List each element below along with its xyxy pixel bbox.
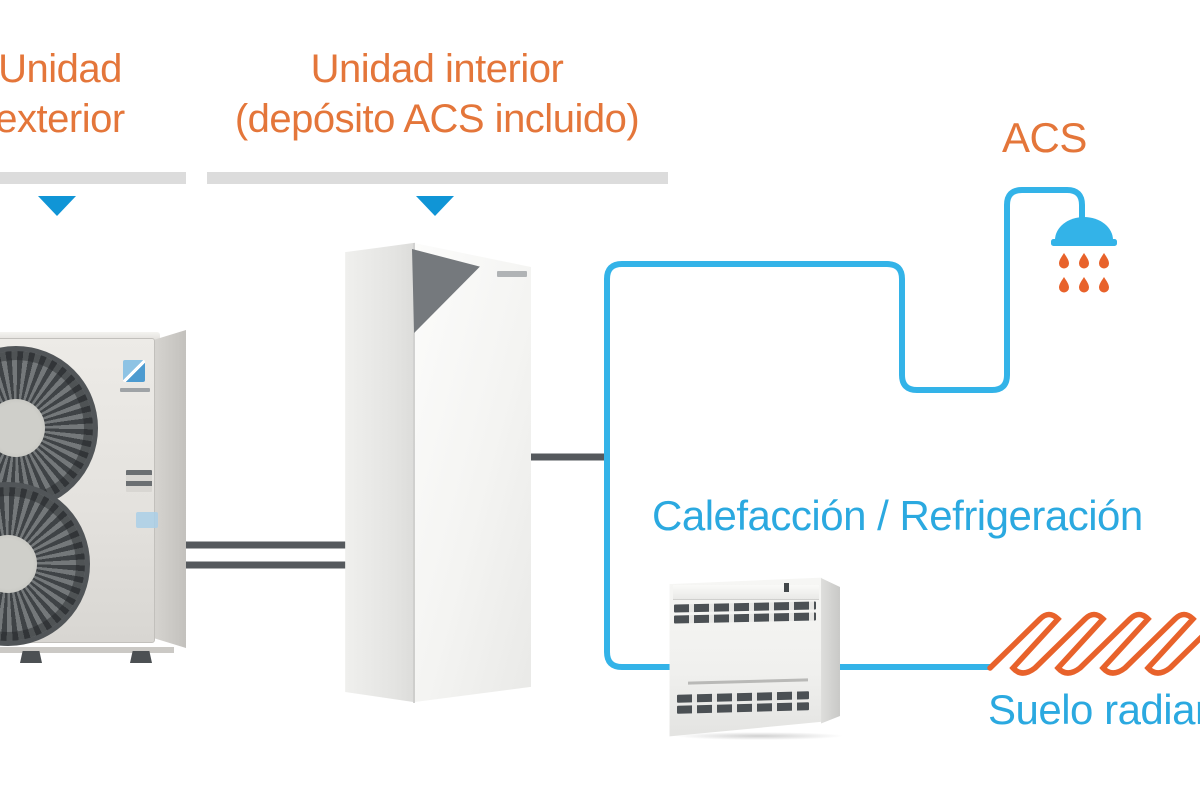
outdoor-unit-label: Unidad exterior [0,44,168,144]
daikin-logo [497,271,527,277]
grille-row [674,612,816,624]
radiant-floor-label: Suelo radiante [988,686,1200,733]
outdoor-unit-vent-slots [126,470,152,492]
indoor-unit-label: Unidad interior (depósito ACS incluido) [205,44,669,144]
pointer-triangle-icon [38,196,76,216]
indoor-unit-side-panel [345,242,415,703]
outdoor-unit-foot [20,651,42,663]
water-circuit-pipe [604,187,1085,670]
floor-console-unit-image [668,576,844,742]
indoor-unit-label-line2: (depósito ACS incluido) [234,97,640,141]
daikin-logo [123,360,145,382]
indoor-header-bar [207,172,668,184]
radiant-floor-coil-icon [987,611,1200,676]
grille-row [677,702,809,714]
water-drops-icon [1059,253,1109,293]
floor-console-side-panel [821,578,840,724]
outdoor-unit-base [0,647,174,653]
indoor-unit-front-panel [413,242,531,703]
outdoor-unit-side-panel [155,330,186,648]
outdoor-unit-image [0,330,186,665]
floor-console-display [784,583,789,592]
outdoor-unit-foot [130,651,152,663]
floor-console-outlet-grille [674,601,816,627]
indoor-unit-label-line1: Unidad interior [310,47,564,91]
grille-row [674,601,816,613]
floor-console-top-flap [673,585,819,600]
shower-icon [1051,217,1117,246]
daikin-logo-text [120,388,150,392]
indoor-unit-seam [413,243,415,703]
outdoor-unit-emblem [136,512,158,528]
outdoor-unit-label-line1: Unidad [0,47,122,91]
outdoor-unit-label-line2: exterior [0,97,125,141]
floor-console-shadow [674,732,844,740]
outdoor-unit-top-panel [0,332,160,342]
indoor-unit-image [343,240,535,706]
pointer-triangle-icon [416,196,454,216]
outdoor-header-bar [0,172,186,184]
acs-label: ACS [1002,114,1087,161]
floor-console-intake-grille [677,691,809,716]
heating-cooling-label: Calefacción / Refrigeración [652,492,1143,539]
